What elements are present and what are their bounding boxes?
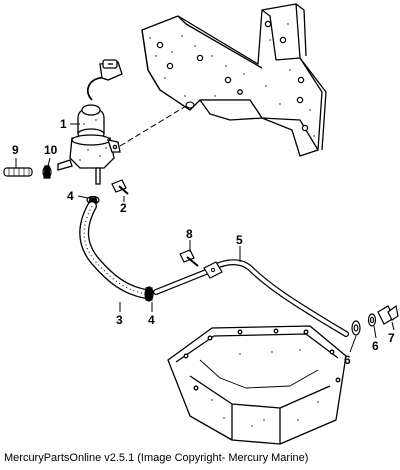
- oil-pan: [167, 325, 347, 445]
- alignment-line-pump: [119, 105, 187, 147]
- dipstick-tube-5: [153, 259, 349, 337]
- leader-lines: [15, 123, 395, 353]
- callout-3: 3: [116, 313, 123, 327]
- callout-2: 2: [120, 201, 127, 215]
- callout-10: 10: [44, 143, 58, 157]
- callout-4-lower: 4: [148, 313, 155, 327]
- short-hose-9: [3, 167, 33, 177]
- washer-6b: [367, 313, 377, 327]
- callout-1: 1: [60, 117, 67, 131]
- mounting-bracket: [141, 3, 327, 157]
- fuel-pump: [57, 59, 123, 185]
- callout-9: 9: [12, 143, 19, 157]
- hose-clamp-10: [42, 165, 52, 179]
- bracket-bolt: [185, 101, 195, 109]
- callout-4-upper: 4: [67, 189, 74, 203]
- callout-6-right: 6: [372, 339, 379, 353]
- callout-5: 5: [236, 233, 243, 247]
- bolt-8: [179, 249, 199, 267]
- bolt-2: [111, 179, 129, 195]
- washer-6a: [351, 320, 361, 336]
- callout-7: 7: [388, 331, 395, 345]
- copyright-caption: MercuryPartsOnline v2.5.1 (Image Copyrig…: [4, 452, 309, 464]
- callout-6-left: 6: [344, 353, 351, 367]
- fitting-7: [377, 304, 399, 325]
- fuel-hose-3: [79, 201, 151, 299]
- callout-8: 8: [186, 227, 193, 241]
- clamp-4-lower: [144, 286, 154, 302]
